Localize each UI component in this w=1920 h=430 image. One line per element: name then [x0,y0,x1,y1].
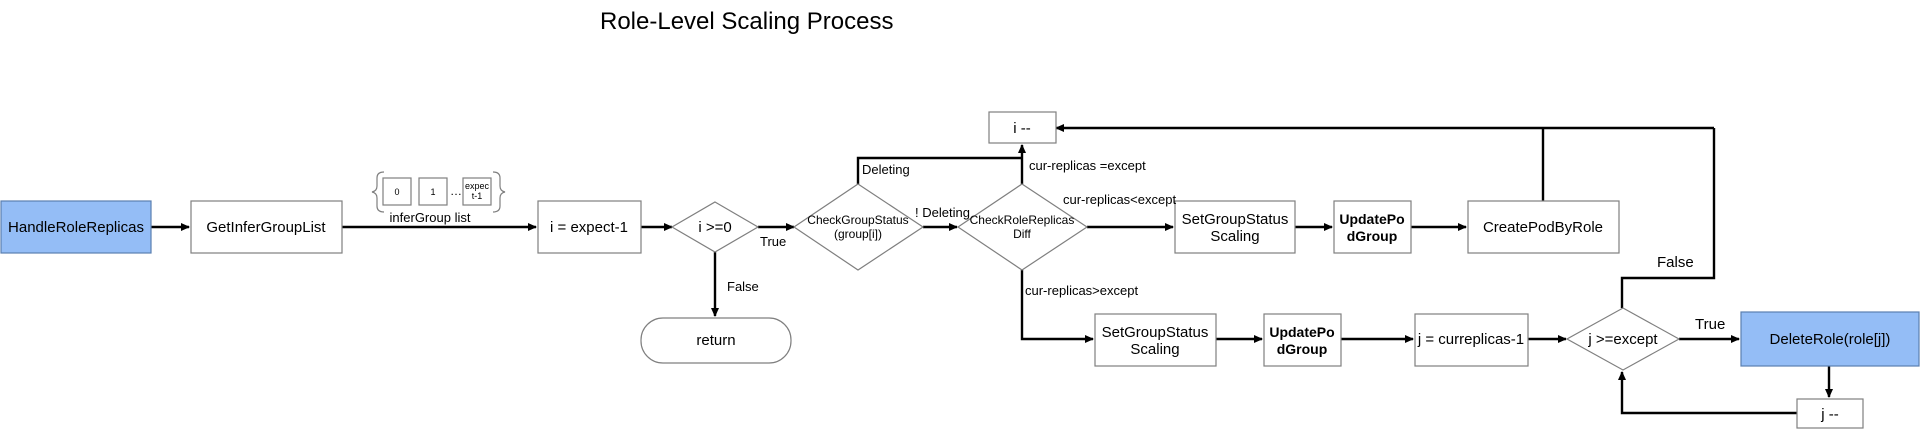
check-group-status-line2: (group[i]) [834,227,882,241]
list-item-last [462,177,492,206]
edge-jdec-to-jcheck [1618,371,1797,415]
equal-label: cur-replicas =except [1029,158,1146,173]
set-group-status-bottom-line1: SetGroupStatus [1102,324,1209,341]
j-assign-label: j = curreplicas-1 [1417,331,1524,348]
update-pod-group-bottom-line1: UpdatePo [1269,324,1334,340]
j-decrement-label: j -- [1820,406,1839,423]
handle-role-replicas-label: HandleRoleReplicas [8,219,144,236]
infer-group-list-caption: inferGroup list [390,210,471,225]
page-title: Role-Level Scaling Process [600,8,893,35]
list-item-0-label: 0 [394,187,399,197]
check-role-replicas-decision: CheckRoleReplicas Diff [956,183,1089,271]
greater-label: cur-replicas>except [1025,283,1138,298]
edge-deleting-to-idec [856,156,1022,184]
less-label: cur-replicas<except [1063,192,1176,207]
i-assign-node: i = expect-1 [537,200,642,254]
right-brace [492,171,506,213]
delete-role-label: DeleteRole(role[j]) [1770,331,1891,348]
list-item-last-line1: expec [465,181,490,191]
set-group-status-top-node: SetGroupStatus Scaling [1174,200,1296,254]
j-true-label: True [1695,316,1725,333]
list-ellipsis: … [450,184,462,198]
j-check-decision: j >=except [1565,307,1681,371]
infer-group-list: 0 1 … expec t-1 inferGroup list [371,171,506,225]
check-group-status-line1: CheckGroupStatus [807,213,908,227]
return-label: return [696,332,735,349]
j-assign-node: j = curreplicas-1 [1414,313,1529,367]
edges [151,124,1833,415]
list-item-0 [382,177,412,206]
j-decrement-node: j -- [1796,398,1864,429]
delete-role-node: DeleteRole(role[j]) [1740,311,1920,367]
check-group-status-decision: CheckGroupStatus (group[i]) [792,183,925,271]
list-item-1 [418,177,448,206]
set-group-status-bottom-line2: Scaling [1130,341,1179,358]
i-true-label: True [760,234,786,249]
not-deleting-label: ! Deleting [915,205,970,220]
update-pod-group-top-node: UpdatePo dGroup [1333,200,1412,254]
edge-labels: True False Deleting ! Deleting cur-repli… [727,158,1725,333]
get-infer-group-list-node: GetInferGroupList [190,200,343,254]
check-role-replicas-line2: Diff [1013,227,1031,241]
set-group-status-bottom-node: SetGroupStatus Scaling [1094,313,1217,367]
update-pod-group-bottom-line2: dGroup [1277,341,1328,357]
return-node: return [640,317,792,364]
create-pod-by-role-label: CreatePodByRole [1483,219,1603,236]
i-decrement-node: i -- [988,111,1057,144]
left-brace [371,171,385,213]
i-false-label: False [727,279,759,294]
j-check-label: j >=except [1587,331,1658,348]
i-check-decision: i >=0 [670,201,760,253]
list-item-1-label: 1 [430,187,435,197]
i-decrement-label: i -- [1013,120,1031,137]
set-group-status-top-line1: SetGroupStatus [1182,211,1289,228]
create-pod-by-role-node: CreatePodByRole [1467,200,1620,254]
j-false-label: False [1657,254,1694,271]
update-pod-group-bottom-node: UpdatePo dGroup [1263,313,1342,367]
edge-replicas-to-set-bottom [1020,270,1094,343]
get-infer-group-list-label: GetInferGroupList [206,219,326,236]
update-pod-group-top-line1: UpdatePo [1339,211,1404,227]
handle-role-replicas-node: HandleRoleReplicas [0,200,152,254]
update-pod-group-top-line2: dGroup [1347,228,1398,244]
i-check-label: i >=0 [698,219,731,236]
deleting-label: Deleting [862,162,910,177]
i-assign-label: i = expect-1 [550,219,628,236]
set-group-status-top-line2: Scaling [1210,228,1259,245]
check-role-replicas-line1: CheckRoleReplicas [970,213,1075,227]
edge-jcheck-false [1620,128,1716,308]
list-item-last-line2: t-1 [472,191,483,201]
